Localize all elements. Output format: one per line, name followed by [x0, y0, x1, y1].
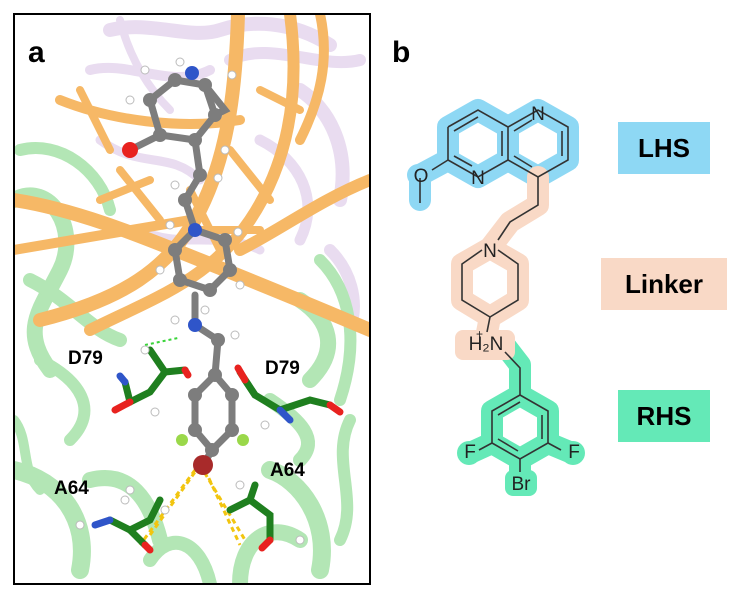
panel-a: a D79 D79 A64 A64 [13, 13, 371, 585]
molecular-render [14, 14, 370, 584]
atom-n-piperidine: N [483, 241, 497, 262]
panel-b-letter: b [392, 36, 410, 69]
atom-n-top: N [531, 104, 545, 125]
region-highlights [407, 99, 585, 496]
label-a64-right: A64 [270, 460, 305, 481]
hydrogen-atoms [75, 57, 305, 545]
lhs-label: LHS [638, 133, 690, 163]
region-label-boxes: LHS Linker RHS [601, 122, 727, 442]
atom-f-left: F [464, 442, 476, 463]
label-d79-left: D79 [68, 348, 103, 369]
rhs-highlight [459, 332, 583, 491]
linker-box [601, 258, 727, 310]
label-a64-left: A64 [54, 478, 89, 499]
lhs-box [618, 122, 710, 174]
residue-heteroatoms [91, 364, 344, 554]
ligand-atoms [122, 66, 249, 475]
atom-ammonium: H₂N [469, 334, 504, 355]
atom-ammonium-charge: + [476, 327, 483, 341]
atom-n-ring: N [471, 168, 485, 189]
rhs-label: RHS [637, 401, 692, 431]
atom-br: Br [512, 474, 532, 495]
panel-b: b [392, 36, 727, 496]
atom-o-methoxy: O [414, 166, 429, 187]
molecule-bonds [419, 109, 569, 472]
panel-a-letter: a [28, 36, 45, 69]
atom-labels: N N O N H₂N + F F Br [414, 104, 580, 495]
atom-f-right: F [568, 442, 580, 463]
linker-label: Linker [625, 269, 703, 299]
linker-highlight [451, 166, 549, 354]
label-d79-right: D79 [265, 358, 300, 379]
rhs-box [618, 390, 710, 442]
panel-a-border [13, 13, 371, 585]
